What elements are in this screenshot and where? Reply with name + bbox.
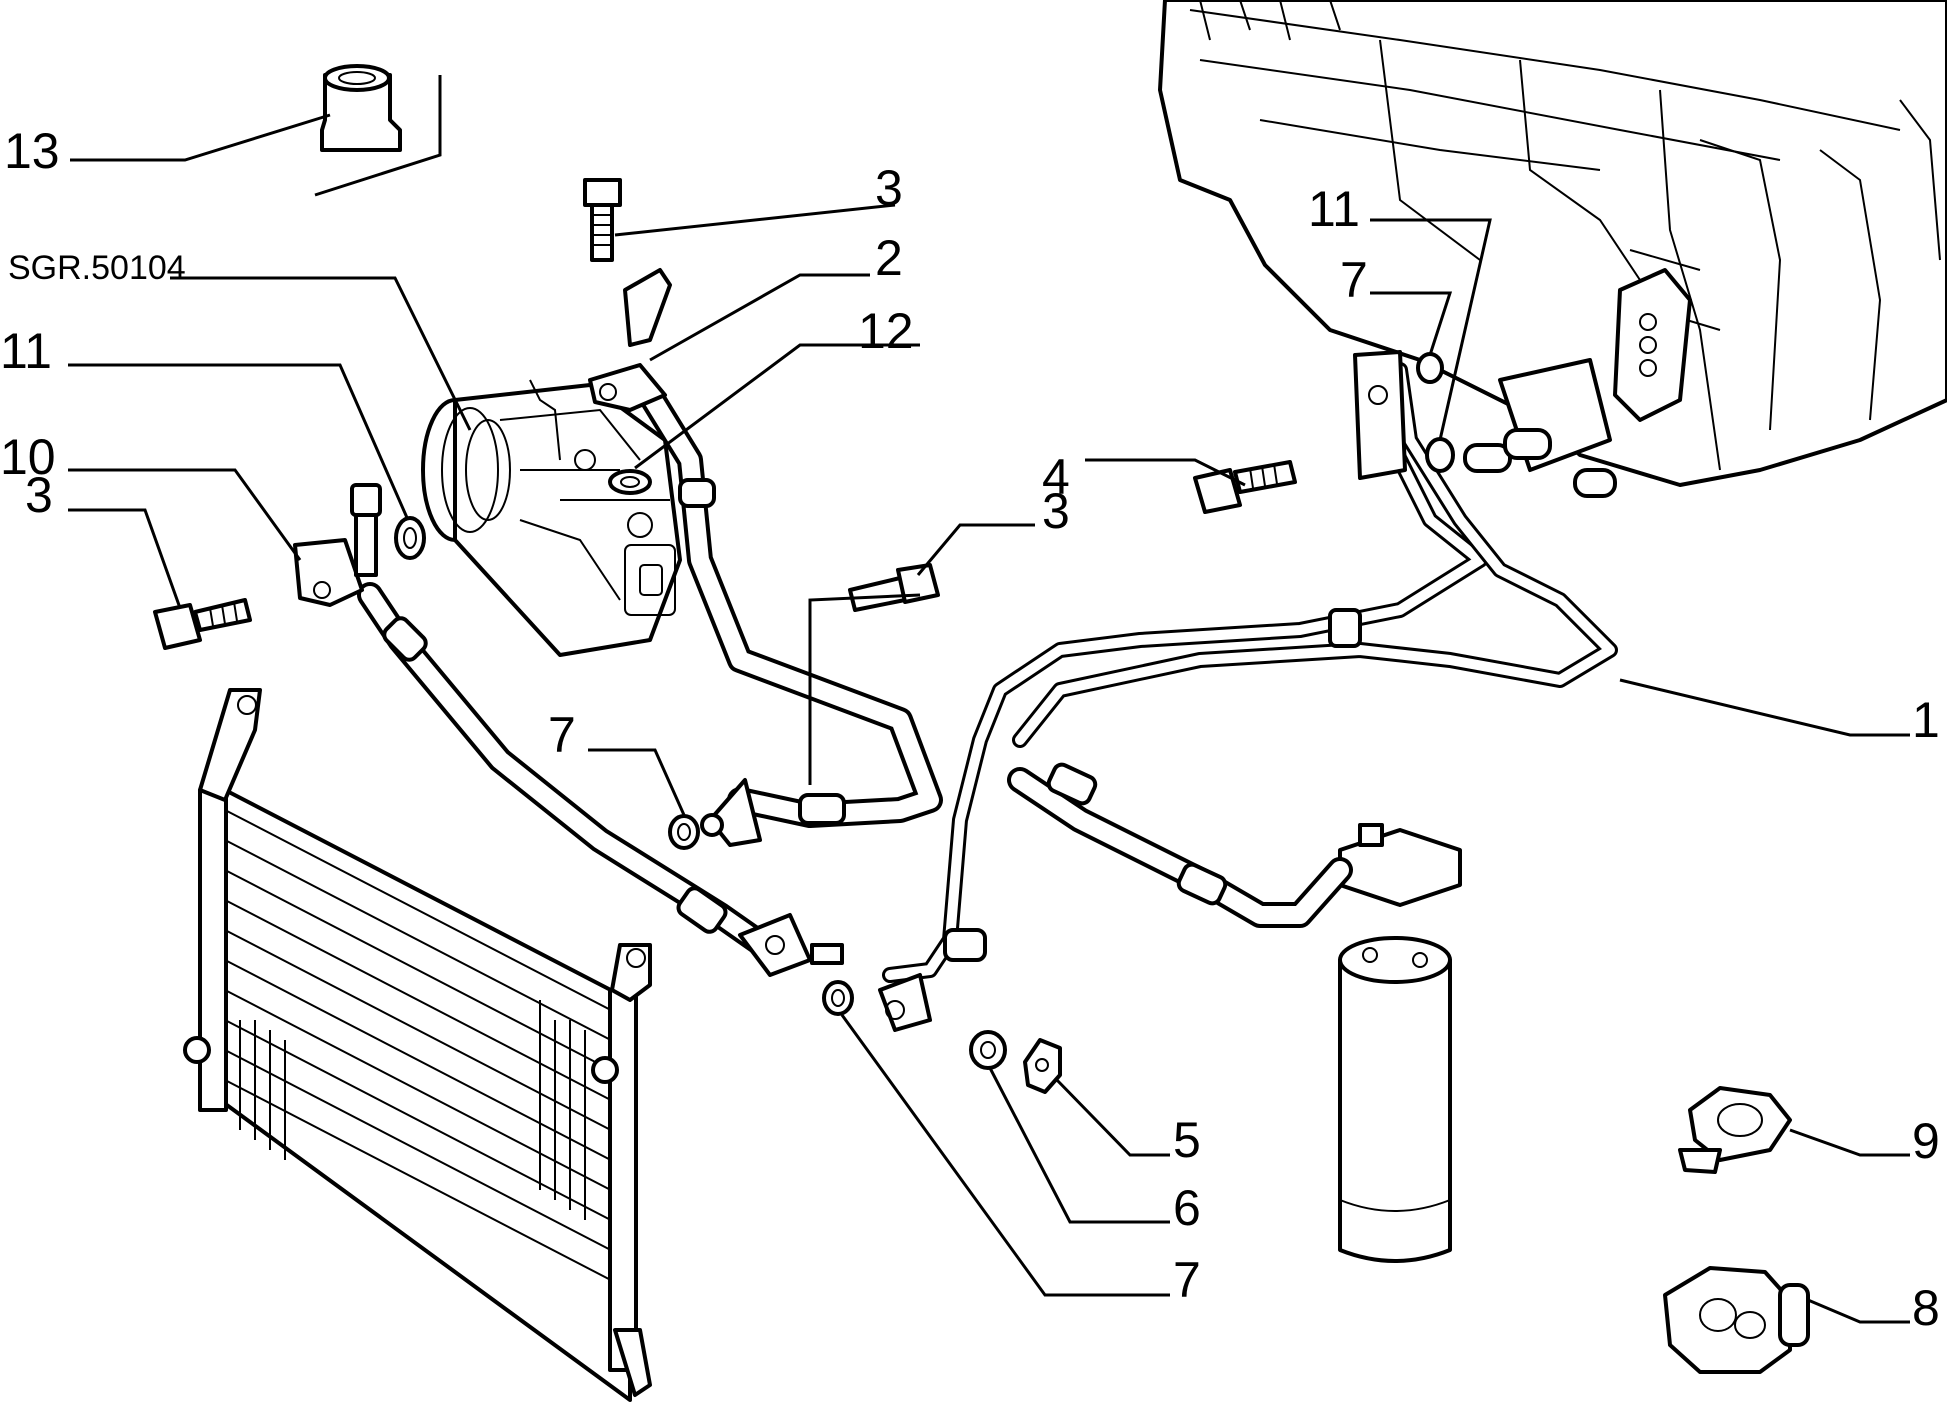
compressor xyxy=(421,379,682,657)
callout-4: 4 xyxy=(1042,449,1070,505)
callout-11-right: 11 xyxy=(1308,181,1360,237)
callout-7-right: 7 xyxy=(1340,252,1368,308)
refrigerant-lines xyxy=(357,362,1618,983)
callout-9: 9 xyxy=(1912,1113,1940,1169)
fittings-and-hardware xyxy=(153,64,1810,1374)
callout-10: 10 xyxy=(0,429,56,485)
callout-12: 12 xyxy=(858,303,914,359)
callout-2: 2 xyxy=(875,230,903,286)
hvac-housing xyxy=(1158,0,1947,498)
reference-code: SGR.50104 xyxy=(8,249,186,287)
callout-7-bottom: 7 xyxy=(1173,1252,1201,1308)
callout-labels: SGR.50104 13 3 2 12 11 10 3 11 7 4 3 7 1… xyxy=(0,123,1940,1336)
callout-3-top: 3 xyxy=(875,160,903,216)
callout-8: 8 xyxy=(1912,1280,1940,1336)
condenser xyxy=(183,688,652,1402)
callout-13: 13 xyxy=(4,123,60,179)
callout-11-left: 11 xyxy=(0,323,52,379)
callout-3-left: 3 xyxy=(25,467,53,523)
callout-7-mid: 7 xyxy=(548,707,576,763)
receiver-drier xyxy=(1338,823,1462,1263)
callout-3-mid: 3 xyxy=(1042,483,1070,539)
callout-1: 1 xyxy=(1912,692,1940,748)
leader-lines xyxy=(68,113,1910,1324)
callout-6: 6 xyxy=(1173,1180,1201,1236)
callout-5: 5 xyxy=(1173,1112,1201,1168)
